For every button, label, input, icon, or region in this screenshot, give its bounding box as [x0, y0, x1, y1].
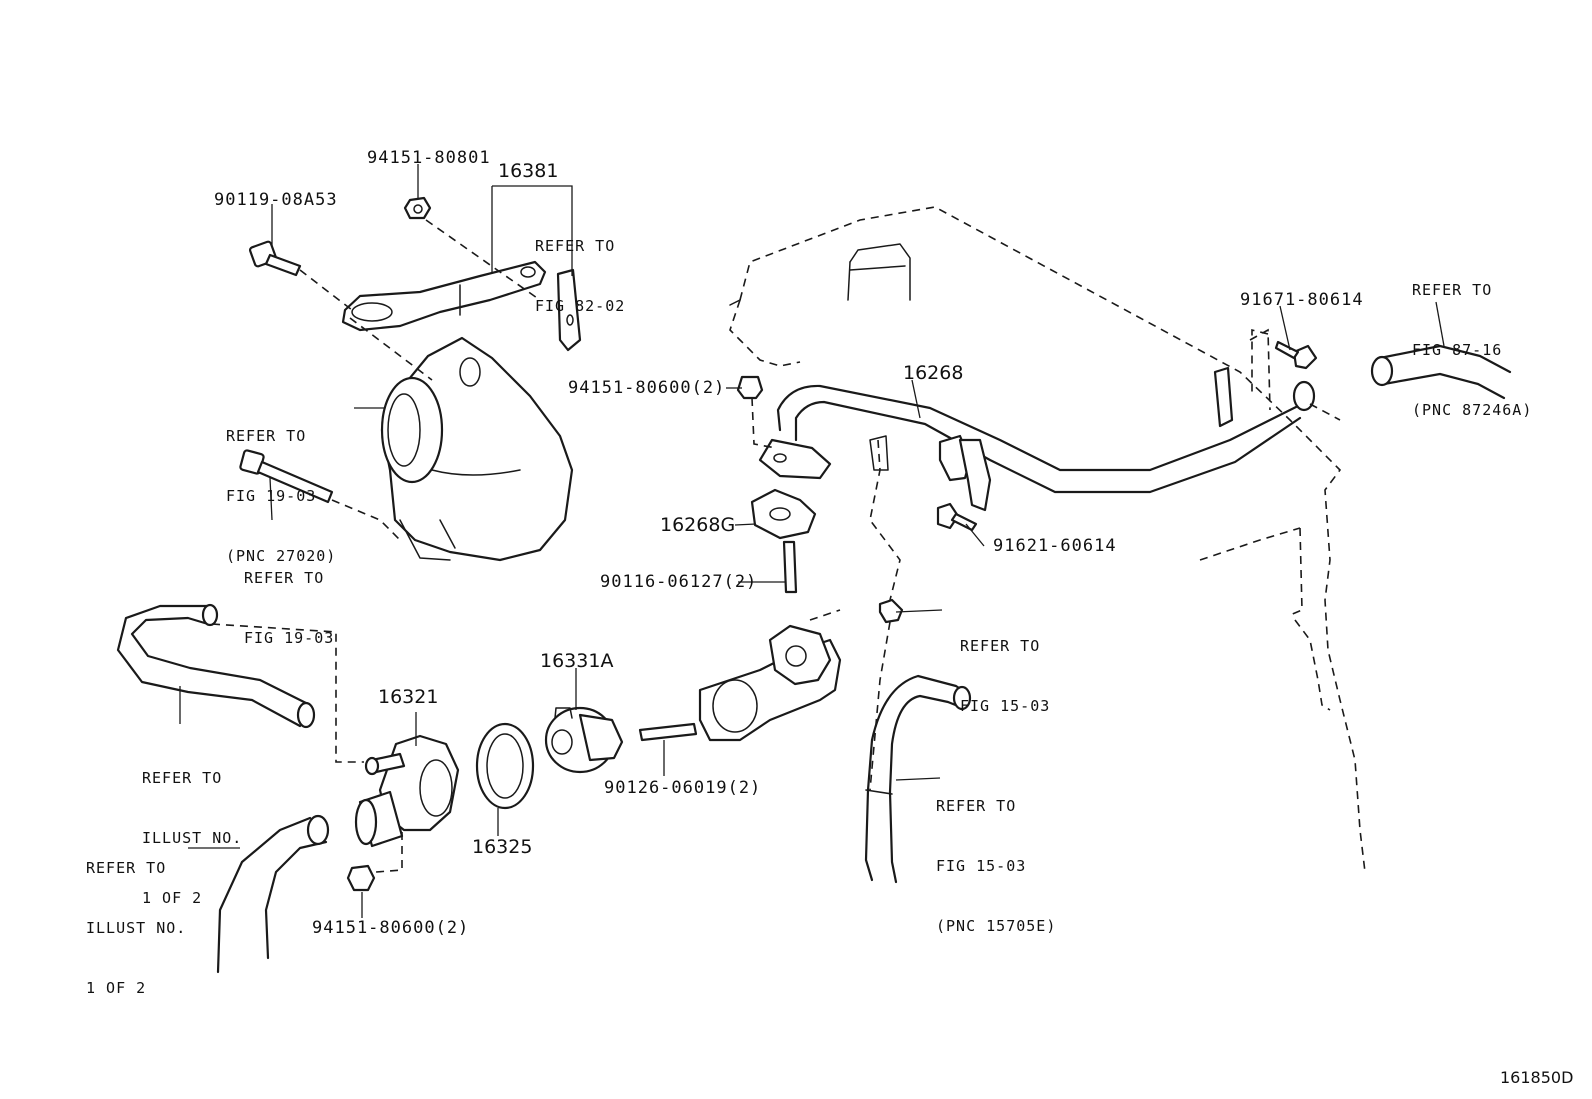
- label-91671-80614: 91671-80614: [1240, 290, 1364, 310]
- ref-fig-15-03: REFER TO FIG 15-03: [960, 596, 1050, 736]
- ref-illust-b-line-1: REFER TO: [86, 859, 167, 877]
- ref-fig-15-03-line-1: REFER TO: [960, 637, 1041, 655]
- label-94151-80801: 94151-80801: [367, 148, 491, 168]
- hose-15705E: [864, 674, 972, 884]
- stud-90116-06127: [782, 540, 798, 594]
- ref-fig-15-03-pnc-line-2: FIG 15-03: [936, 857, 1027, 875]
- ref-illust-b-line-2: ILLUST NO.: [86, 919, 187, 937]
- ref-illust-a-line-1: REFER TO: [142, 769, 223, 787]
- hose-end-stub: [869, 435, 889, 471]
- label-94151-80600-lower: 94151-80600(2): [312, 918, 470, 938]
- ref-fig-87-16-line-3: (PNC 87246A): [1412, 401, 1533, 419]
- stay-bracket: [556, 268, 582, 352]
- leader-lines: [179, 164, 1445, 918]
- ref-illust-a-line-3: 1 OF 2: [142, 889, 203, 907]
- ref-fig-15-03-pnc-line-3: (PNC 15705E): [936, 917, 1057, 935]
- nut-94151-80600-upper: [736, 375, 764, 400]
- gasket-16268G: [750, 488, 817, 540]
- ref-illust-a-line-2: ILLUST NO.: [142, 829, 243, 847]
- stay-bracket-hole: [566, 314, 574, 326]
- nut-94151-80600-lower: [346, 864, 376, 892]
- label-16321: 16321: [378, 686, 439, 708]
- label-16268: 16268: [903, 362, 964, 384]
- gasket-16325: [475, 722, 535, 810]
- label-91621-60614: 91621-60614: [993, 536, 1117, 556]
- ref-fig-15-03-line-2: FIG 15-03: [960, 697, 1051, 715]
- bolt-91671-80614: [1274, 340, 1318, 370]
- alternator-bracket: [341, 260, 547, 332]
- ref-fig-87-16-line-2: FIG 87-16: [1412, 341, 1503, 359]
- water-bypass-pipe: [758, 366, 1316, 512]
- stud-90126-06019: [638, 722, 698, 742]
- alternator-long-bolt: [239, 449, 334, 504]
- label-16331A: 16331A: [540, 650, 614, 672]
- ref-fig-19-03-pnc-line-3: (PNC 27020): [226, 547, 337, 565]
- ref-fig-82-02-line-2: FIG 82-02: [535, 297, 626, 315]
- ref-fig-82-02: REFER TO FIG 82-02: [535, 196, 625, 336]
- label-94151-80600-upper: 94151-80600(2): [568, 378, 726, 398]
- label-16325: 16325: [472, 836, 533, 858]
- label-90119-08A53: 90119-08A53: [214, 190, 338, 210]
- hose-clip: [878, 598, 904, 624]
- hose-upper-left: [116, 603, 316, 729]
- hose-87246A: [1370, 344, 1512, 400]
- label-16268G: 16268G: [660, 514, 736, 536]
- routing-line: [869, 621, 891, 791]
- label-90116-06127: 90116-06127(2): [600, 572, 758, 592]
- ref-fig-87-16-line-1: REFER TO: [1412, 281, 1493, 299]
- ref-illust-b: REFER TO ILLUST NO. 1 OF 2: [86, 818, 186, 1018]
- routing-line: [869, 439, 901, 601]
- ref-fig-19-03-pnc-line-1: REFER TO: [226, 427, 307, 445]
- label-16381: 16381: [498, 160, 559, 182]
- ref-fig-15-03-pnc-line-1: REFER TO: [936, 797, 1017, 815]
- ref-fig-19-03: REFER TO FIG 19-03: [244, 528, 334, 668]
- thermostat-16331A: [544, 706, 624, 774]
- bolt-90119-08A53: [248, 240, 302, 277]
- water-inlet-16321: [354, 734, 460, 848]
- ref-fig-15-03-pnc: REFER TO FIG 15-03 (PNC 15705E): [936, 756, 1056, 956]
- ref-fig-19-03-pnc-line-2: FIG 19-03: [226, 487, 317, 505]
- thermostat-housing-head: [698, 609, 842, 742]
- illustration-id: 161850D: [1500, 1068, 1574, 1087]
- nut-94151-80801: [403, 196, 432, 220]
- hose-lower-left: [216, 814, 330, 974]
- ref-fig-82-02-line-1: REFER TO: [535, 237, 616, 255]
- ref-illust-a: REFER TO ILLUST NO. 1 OF 2: [142, 728, 242, 928]
- bolt-91621-60614: [936, 502, 978, 532]
- ref-fig-19-03-line-1: REFER TO: [244, 569, 325, 587]
- ref-illust-b-line-3: 1 OF 2: [86, 979, 147, 997]
- label-90126-06019: 90126-06019(2): [604, 778, 762, 798]
- alternator: [380, 336, 574, 562]
- ref-fig-87-16: REFER TO FIG 87-16 (PNC 87246A): [1412, 240, 1532, 440]
- ref-fig-19-03-pnc: REFER TO FIG 19-03 (PNC 27020): [226, 386, 336, 586]
- ref-fig-19-03-line-2: FIG 19-03: [244, 629, 335, 647]
- engine-head-cover-outline: [729, 206, 1366, 873]
- assembly-lines: [211, 219, 1341, 873]
